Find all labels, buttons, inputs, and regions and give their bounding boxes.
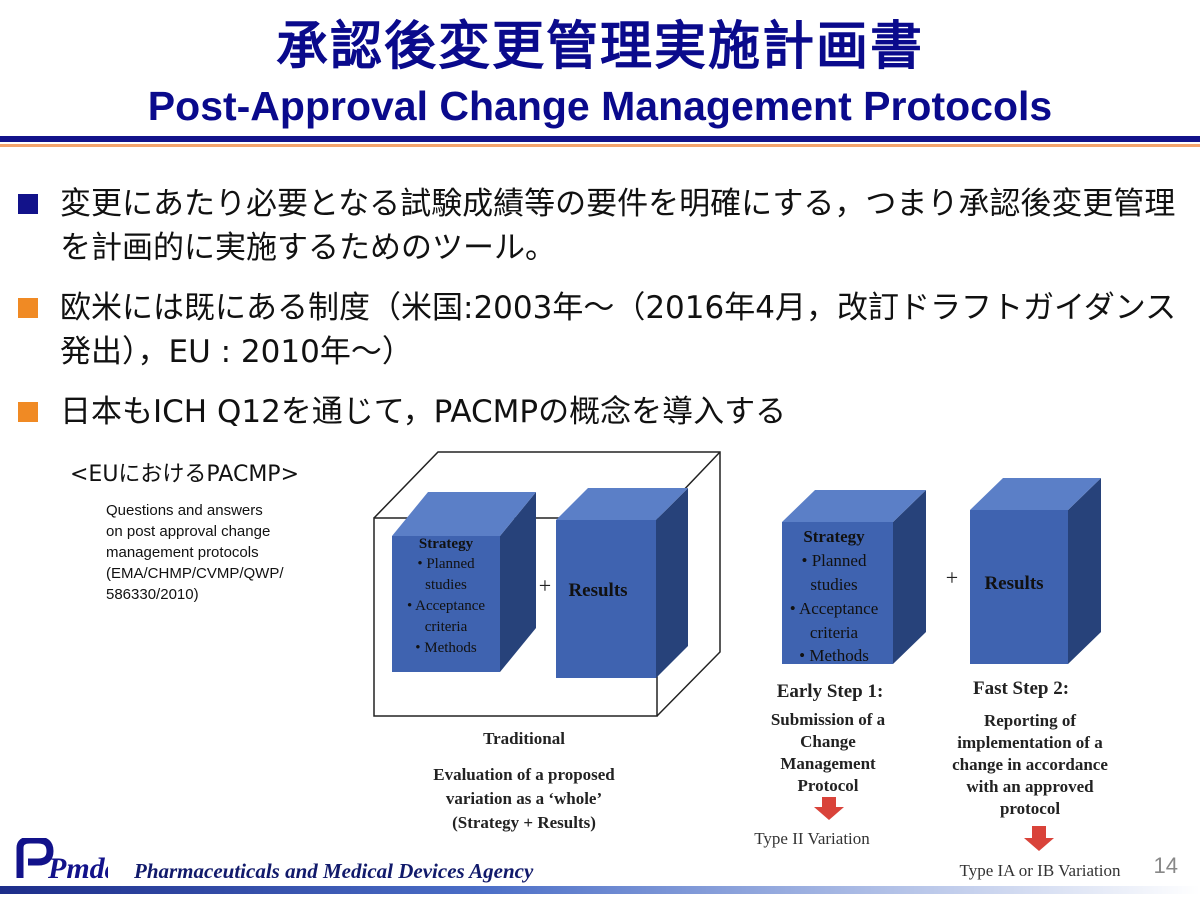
step1-down-arrow-icon — [814, 797, 844, 820]
reference-note: Questions and answers on post approval c… — [106, 500, 346, 605]
plus-sign: + — [539, 573, 551, 598]
step1-outcome: Type II Variation — [754, 829, 870, 848]
step2-title: Fast Step 2: — [973, 678, 1069, 699]
bullet-text: 日本もICH Q12を通じて，PACMPの概念を導入する — [60, 394, 787, 430]
traditional-label: Traditional — [483, 729, 565, 748]
strategy-heading: Strategy — [419, 536, 474, 552]
step1-desc: Change — [800, 732, 856, 751]
figure-caption: <EUにおけるPACMP> — [70, 462, 300, 487]
bullet-text: 欧米には既にある制度（米国:2003年～（2016年4月，改訂ドラフトガイダンス… — [60, 290, 1177, 370]
logo-text: Pmda — [47, 852, 108, 884]
step2-down-arrow-icon — [1024, 826, 1054, 851]
step1-desc: Submission of a — [771, 710, 886, 729]
strategy-item: • Planned — [802, 551, 867, 570]
strategy-item: • Methods — [415, 640, 477, 656]
traditional-strategy-box: Strategy • Planned studies • Acceptance … — [392, 492, 536, 672]
page-number: 14 — [1153, 853, 1178, 878]
reference-line: 586330/2010) — [106, 586, 199, 603]
bullet-item-3: 日本もICH Q12を通じて，PACMPの概念を導入する — [18, 390, 1188, 436]
step1-strategy-box: Strategy • Planned studies • Acceptance … — [782, 490, 926, 665]
bullet-item-1: 変更にあたり必要となる試験成績等の要件を明確にする，つまり承認後変更管理を計画的… — [18, 182, 1188, 272]
step2-desc: protocol — [1000, 799, 1060, 818]
title-divider — [0, 136, 1200, 142]
reference-line: (EMA/CHMP/CVMP/QWP/ — [106, 565, 284, 582]
reference-line: on post approval change — [106, 523, 271, 540]
strategy-item: criteria — [810, 623, 859, 642]
strategy-item: • Methods — [799, 646, 869, 665]
strategy-item: studies — [425, 577, 467, 593]
strategy-item: • Acceptance — [407, 598, 485, 614]
page-subtitle: Post-Approval Change Management Protocol… — [147, 83, 1053, 129]
title-divider-accent — [0, 144, 1200, 147]
traditional-desc: variation as a ‘whole’ — [446, 789, 602, 808]
page-title: 承認後変更管理実施計画書 — [275, 17, 924, 77]
footer-agency-name: Pharmaceuticals and Medical Devices Agen… — [134, 859, 534, 883]
step2-results-box: Results — [970, 478, 1101, 664]
bullet-item-2: 欧米には既にある制度（米国:2003年～（2016年4月，改訂ドラフトガイダンス… — [18, 286, 1188, 376]
bullet-square-icon — [18, 194, 38, 214]
step2-desc: implementation of a — [957, 733, 1103, 752]
bullet-square-icon — [18, 298, 38, 318]
traditional-results-box: Results — [556, 488, 688, 678]
bullet-text: 変更にあたり必要となる試験成績等の要件を明確にする，つまり承認後変更管理を計画的… — [60, 186, 1176, 266]
reference-line: Questions and answers — [106, 502, 263, 519]
step2-desc: Reporting of — [984, 711, 1076, 730]
strategy-item: studies — [810, 575, 857, 594]
step1-desc: Management — [780, 754, 876, 773]
results-label: Results — [984, 573, 1043, 594]
strategy-item: • Planned — [417, 556, 475, 572]
strategy-item: • Acceptance — [790, 599, 879, 618]
strategy-heading: Strategy — [803, 527, 865, 546]
traditional-desc: Evaluation of a proposed — [433, 765, 615, 784]
step2-desc: with an approved — [966, 777, 1094, 796]
results-label: Results — [568, 580, 627, 601]
reference-line: management protocols — [106, 544, 259, 561]
plus-sign: + — [946, 565, 958, 590]
traditional-desc: (Strategy + Results) — [452, 813, 596, 832]
bullet-square-icon — [18, 402, 38, 422]
footer-rule — [0, 886, 1200, 894]
step2-desc: change in accordance — [952, 755, 1108, 774]
strategy-item: criteria — [425, 619, 468, 635]
step2-outcome: Type IA or IB Variation — [960, 861, 1121, 880]
step1-desc: Protocol — [797, 776, 858, 795]
pmda-logo: Pmda — [16, 838, 108, 884]
step1-title: Early Step 1: — [777, 681, 884, 702]
